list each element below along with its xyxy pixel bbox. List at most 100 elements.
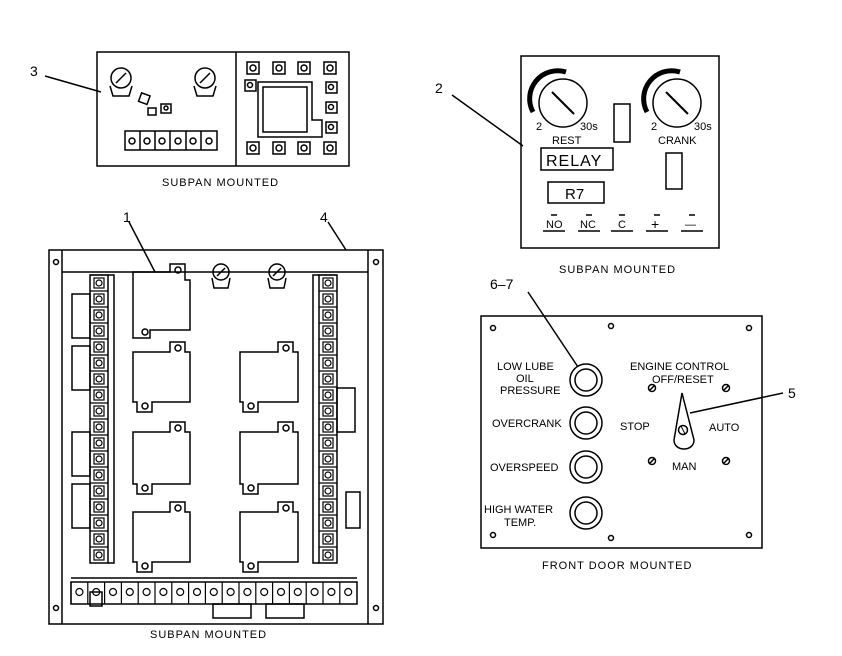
terminal-screw-head bbox=[95, 503, 103, 511]
leader-3 bbox=[44, 75, 102, 93]
dial-crank-label: CRANK bbox=[658, 135, 697, 147]
lamp-1-label-line-3: PRESSURE bbox=[500, 385, 561, 397]
lamp-high-water-temp bbox=[569, 496, 603, 530]
terminal-screw-right bbox=[322, 325, 334, 337]
relay-socket-3 bbox=[132, 421, 191, 495]
terminal-screw-head bbox=[324, 311, 332, 319]
lamp-low-lube-oil-pressure bbox=[569, 363, 603, 397]
terminal-screw-bottom bbox=[310, 587, 319, 597]
terminal-screw-right bbox=[322, 421, 334, 433]
terminal-strip-bottom bbox=[70, 577, 358, 619]
terminal-screw-head bbox=[324, 455, 332, 463]
relay-id: R7 bbox=[565, 186, 584, 203]
terminal-minus: — bbox=[685, 219, 696, 231]
terminal-screw-head bbox=[324, 327, 332, 335]
leader-2 bbox=[451, 94, 524, 147]
terminal-screw-head bbox=[324, 375, 332, 383]
terminal-screw-right bbox=[322, 437, 334, 449]
lamp-4-label-line-2: TEMP. bbox=[504, 517, 536, 529]
leader-6-7 bbox=[527, 291, 579, 368]
terminal-screw-left bbox=[93, 293, 105, 305]
terminal-screw-head bbox=[95, 391, 103, 399]
terminal-screw-bottom bbox=[344, 587, 353, 597]
terminal-screw-head bbox=[324, 551, 332, 559]
terminal-screw-head bbox=[95, 455, 103, 463]
terminal-screw-head bbox=[95, 423, 103, 431]
terminal-screw-left bbox=[93, 373, 105, 385]
terminal-screw-head bbox=[95, 519, 103, 527]
leader-1 bbox=[128, 221, 156, 273]
terminal-screw-bottom bbox=[75, 587, 84, 597]
switch-stop: STOP bbox=[620, 421, 650, 433]
terminal-screw-head bbox=[324, 423, 332, 431]
engine-control-switch bbox=[647, 383, 731, 466]
terminal-screw-bottom bbox=[92, 587, 101, 597]
switch-man: MAN bbox=[672, 461, 697, 473]
relay-socket-6 bbox=[239, 421, 299, 495]
terminal-screw-left bbox=[93, 437, 105, 449]
callout-4: 4 bbox=[320, 209, 328, 225]
dial-crank-min: 2 bbox=[651, 121, 657, 133]
lamp-2-label: OVERCRANK bbox=[492, 418, 562, 430]
terminal-screw-head bbox=[95, 375, 103, 383]
switch-title-line-1: ENGINE CONTROL bbox=[630, 361, 729, 373]
terminal-strip-3 bbox=[124, 130, 218, 151]
terminal-screw-left bbox=[93, 533, 105, 545]
switch-title-line-2: OFF/RESET bbox=[652, 374, 714, 386]
terminal-screw-bottom bbox=[108, 587, 118, 597]
terminal-screw-bottom bbox=[159, 587, 168, 597]
leader-5 bbox=[689, 392, 784, 414]
dial-crank-max: 30s bbox=[694, 121, 712, 133]
dial-rest-label: REST bbox=[552, 135, 582, 147]
terminal-screw-right bbox=[322, 533, 334, 545]
terminal-screw-right bbox=[322, 373, 334, 385]
relay-socket-5 bbox=[239, 341, 299, 413]
lamp-overspeed bbox=[569, 450, 603, 484]
terminal-screw-bottom bbox=[276, 587, 286, 597]
callout-1: 1 bbox=[123, 209, 131, 225]
terminal-screw-head bbox=[324, 439, 332, 447]
lamp-4-label-line-1: HIGH WATER bbox=[484, 504, 553, 516]
terminal-screw-head bbox=[95, 279, 103, 287]
caption-top-left: SUBPAN MOUNTED bbox=[162, 177, 279, 189]
terminal-c: C bbox=[618, 219, 626, 231]
terminal-no: NO bbox=[546, 219, 563, 231]
terminal-screw-left bbox=[93, 485, 105, 497]
terminal-screw-right bbox=[322, 277, 334, 289]
terminal-screw-left bbox=[93, 389, 105, 401]
caption-top-right: SUBPAN MOUNTED bbox=[559, 264, 676, 276]
terminal-screw-head bbox=[95, 471, 103, 479]
terminal-screw-bottom bbox=[243, 587, 252, 597]
terminal-screw-bottom bbox=[327, 587, 336, 597]
terminal-screw-right bbox=[322, 517, 334, 529]
terminal-screw-head bbox=[324, 519, 332, 527]
leader-4 bbox=[327, 221, 347, 251]
terminal-nc: NC bbox=[580, 219, 596, 231]
terminal-plus: + bbox=[651, 216, 659, 232]
callout-3: 3 bbox=[30, 63, 38, 79]
terminal-screw-head bbox=[95, 295, 103, 303]
terminal-screw-head bbox=[324, 279, 332, 287]
terminal-screw-left bbox=[93, 453, 105, 465]
terminal-screw-right bbox=[322, 357, 334, 369]
terminal-screw-right bbox=[322, 405, 334, 417]
dial-rest-min: 2 bbox=[536, 121, 542, 133]
lamp-1-label-line-2: OIL bbox=[516, 373, 534, 385]
terminal-screw-right bbox=[322, 341, 334, 353]
terminal-screw-left bbox=[93, 309, 105, 321]
callout-2: 2 bbox=[435, 80, 443, 96]
terminal-screw-left bbox=[93, 421, 105, 433]
terminal-screw-right bbox=[322, 501, 334, 513]
relay-label: RELAY bbox=[546, 153, 602, 170]
terminal-screw-right bbox=[322, 389, 334, 401]
terminal-screw-left bbox=[93, 341, 105, 353]
relay-socket-1 bbox=[132, 263, 191, 339]
terminal-screw-bottom bbox=[226, 587, 235, 597]
terminal-screw-bottom bbox=[125, 587, 134, 597]
terminal-screw-head bbox=[324, 535, 332, 543]
terminal-screw-left bbox=[93, 517, 105, 529]
relay-socket-4 bbox=[132, 501, 191, 573]
dial-rest bbox=[527, 68, 588, 128]
terminal-screw-bottom bbox=[260, 587, 269, 597]
terminal-screw-bottom bbox=[176, 587, 185, 597]
